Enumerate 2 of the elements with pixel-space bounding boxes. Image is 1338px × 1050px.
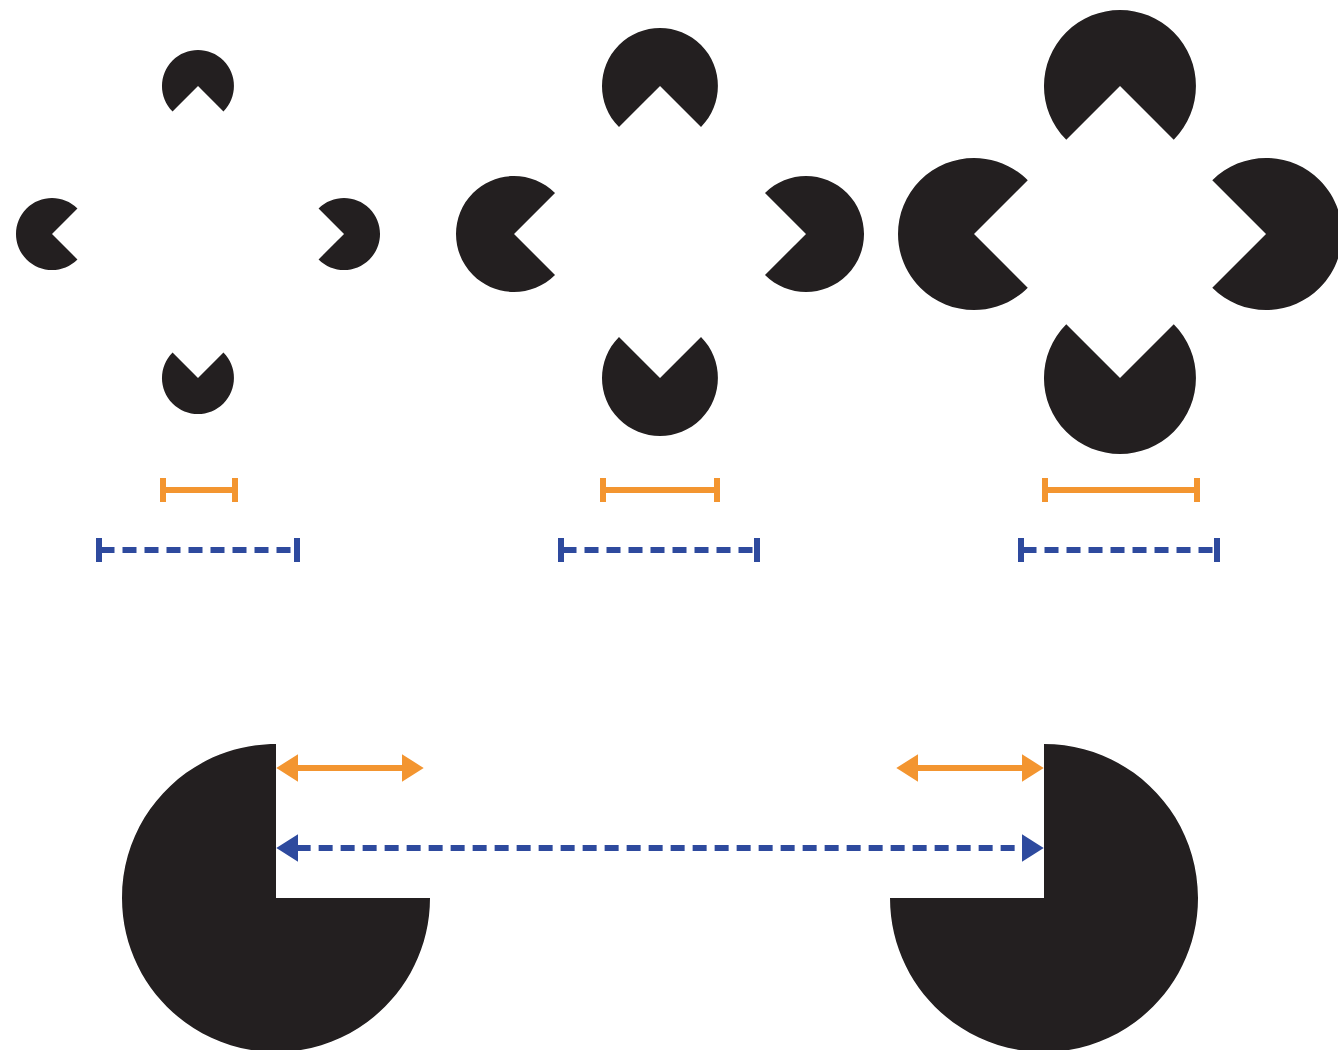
pacman-drawing	[890, 744, 1198, 1050]
pacman-drawing	[122, 744, 430, 1050]
